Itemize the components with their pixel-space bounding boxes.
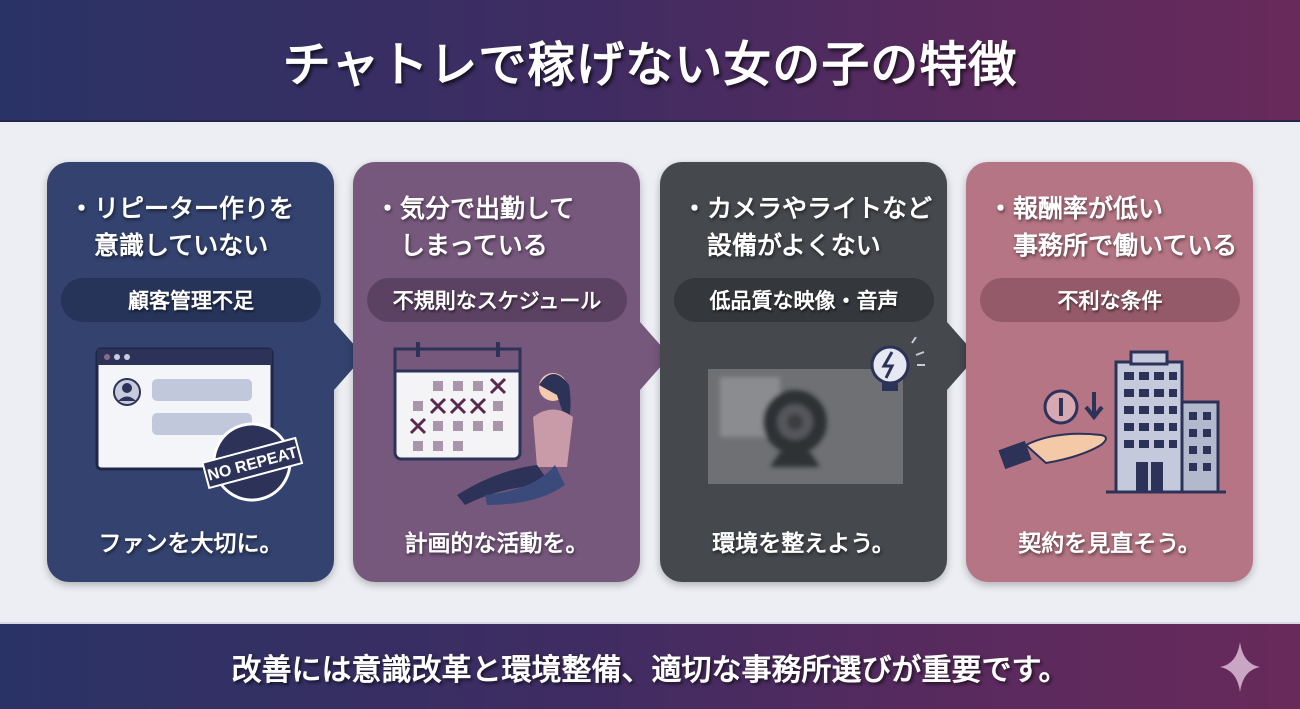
card-advice: 環境を整えよう。 bbox=[712, 531, 895, 557]
card-tag: 低品質な映像・音声 bbox=[674, 278, 934, 322]
header-banner: チャトレで稼げない女の子の特徴 bbox=[0, 0, 1300, 122]
page-title: チャトレで稼げない女の子の特徴 bbox=[282, 37, 1018, 93]
webcam-broken-bulb-icon bbox=[708, 337, 925, 484]
calendar-woman-icon bbox=[393, 342, 573, 505]
card-tag: 不規則なスケジュール bbox=[367, 278, 627, 322]
cards-area: ・リピーター作りを 意識していない 顧客管理不足 NO REPEAT ファンを大… bbox=[0, 124, 1300, 622]
chat-window-no-repeat-icon: NO REPEAT bbox=[95, 347, 304, 502]
card-advice: ファンを大切に。 bbox=[98, 531, 283, 557]
card-tag: 顧客管理不足 bbox=[61, 278, 321, 322]
card-equipment: ・カメラやライトなど 設備がよくない 低品質な映像・音声 環境を整えよう。 bbox=[660, 162, 977, 582]
footer-message: 改善には意識改革と環境整備、適切な事務所選びが重要です。 bbox=[231, 652, 1069, 688]
card-repeater: ・リピーター作りを 意識していない 顧客管理不足 NO REPEAT ファンを大… bbox=[47, 162, 364, 582]
card-contract: ・報酬率が低い 事務所で働いている 不利な条件 bbox=[966, 162, 1253, 582]
card-schedule: ・気分で出勤して しまっている 不規則なスケジュール bbox=[353, 162, 670, 582]
sparkle-icon bbox=[1220, 642, 1260, 692]
footer-banner: 改善には意識改革と環境整備、適切な事務所選びが重要です。 bbox=[0, 622, 1300, 709]
card-title: ・リピーター作りを 意識していない bbox=[69, 194, 295, 260]
card-title: ・気分で出勤して しまっている bbox=[375, 194, 575, 260]
card-tag: 不利な条件 bbox=[980, 278, 1240, 322]
card-advice: 計画的な活動を。 bbox=[404, 531, 589, 557]
card-title: ・カメラやライトなど 設備がよくない bbox=[682, 194, 933, 260]
hand-coin-building-icon bbox=[998, 350, 1226, 494]
card-advice: 契約を見直そう。 bbox=[1018, 531, 1201, 557]
card-title: ・報酬率が低い 事務所で働いている bbox=[988, 194, 1238, 260]
